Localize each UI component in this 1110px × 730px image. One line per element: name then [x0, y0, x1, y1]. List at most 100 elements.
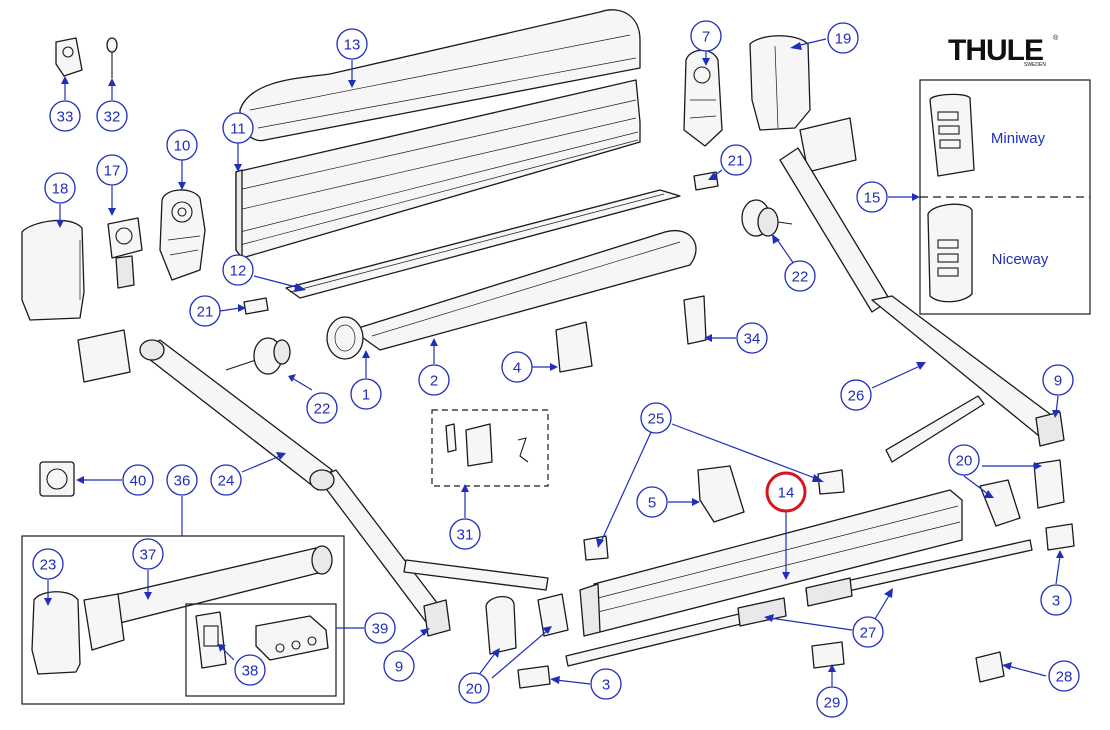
callout-number: 23 — [40, 557, 57, 574]
callout-bubble — [166, 129, 198, 161]
part-4-end-support — [555, 321, 593, 373]
callout-number: 37 — [140, 547, 157, 564]
callout-bubble — [189, 295, 221, 327]
callout-number: 24 — [218, 473, 235, 490]
part-37-motor-tube — [83, 545, 333, 651]
callout-c2: 2 — [418, 364, 450, 396]
part-1-roller-tube — [326, 316, 364, 360]
callout-c17: 17 — [96, 154, 128, 186]
callout-number: 40 — [130, 473, 147, 490]
callout-c27: 27 — [852, 616, 884, 648]
callout-c23: 23 — [32, 548, 64, 580]
callout-c3a: 3 — [590, 668, 622, 700]
callout-c24: 24 — [210, 464, 242, 496]
callout-number: 28 — [1056, 669, 1073, 686]
callout-number: 5 — [648, 495, 656, 512]
part-27-leg-lower — [565, 597, 787, 667]
callout-bubble — [132, 538, 164, 570]
remotes-box: Miniway Niceway — [919, 79, 1091, 315]
callout-number: 31 — [457, 527, 474, 544]
callout-number: 29 — [824, 695, 841, 712]
part-21-clip-left — [243, 297, 269, 315]
part-24-left-arm — [77, 329, 549, 637]
callout-c19: 19 — [827, 22, 859, 54]
callout-bubble — [690, 20, 722, 52]
niceway-remote — [927, 203, 973, 303]
callout-c22b: 22 — [306, 392, 338, 424]
callout-bubble — [501, 351, 533, 383]
callout-bubble — [458, 672, 490, 704]
callout-c15: 15 — [856, 181, 888, 213]
part-34-hook — [683, 295, 707, 345]
callout-number: 4 — [513, 360, 521, 377]
callout-number: 33 — [57, 109, 74, 126]
callout-number: 2 — [430, 373, 438, 390]
callout-bubble — [49, 100, 81, 132]
callout-c11: 11 — [222, 112, 254, 144]
callout-bubble — [336, 28, 368, 60]
part-29-clip — [811, 641, 845, 669]
part-22-end-plug-right — [741, 199, 793, 237]
callout-number: 21 — [728, 153, 745, 170]
callout-bubble — [306, 392, 338, 424]
highlight-ring — [765, 471, 807, 513]
callout-c18: 18 — [44, 172, 76, 204]
callout-number: 32 — [104, 109, 121, 126]
callout-c12: 12 — [222, 254, 254, 286]
part-33-lock — [55, 37, 83, 77]
part-20-bracket-pair-right — [979, 459, 1065, 527]
part-3-foot-right — [1045, 523, 1075, 551]
part-40-wall-switch — [39, 461, 75, 497]
callout-bubble — [32, 548, 64, 580]
callout-c34: 34 — [736, 322, 768, 354]
callout-number: 39 — [372, 621, 389, 638]
part-23-motor-cap — [31, 591, 81, 675]
group-31-small-parts — [431, 409, 549, 487]
callout-c39: 39 — [364, 612, 396, 644]
part-7-bracket — [683, 49, 723, 147]
callout-number: 17 — [104, 163, 121, 180]
part-25-clip-left — [583, 535, 609, 561]
callout-c28: 28 — [1048, 660, 1080, 692]
callout-bubble — [96, 100, 128, 132]
callout-c7: 7 — [690, 20, 722, 52]
callout-bubble — [852, 616, 884, 648]
callout-bubble — [1048, 660, 1080, 692]
callout-number: 12 — [230, 263, 247, 280]
registered-mark: ® — [1053, 34, 1059, 42]
callout-number: 25 — [648, 411, 665, 428]
callout-bubble — [856, 181, 888, 213]
callout-c1: 1 — [350, 378, 382, 410]
callout-number: 15 — [864, 190, 881, 207]
callout-bubble — [840, 379, 872, 411]
callout-bubble — [1042, 364, 1074, 396]
callout-number: 20 — [956, 453, 973, 470]
callout-number: 38 — [242, 663, 259, 680]
callout-bubble — [816, 686, 848, 718]
callout-c14: 14 — [778, 485, 795, 502]
part-18-end-cap — [21, 219, 85, 321]
callout-c20b: 20 — [458, 672, 490, 704]
callout-number: 3 — [1052, 593, 1060, 610]
part-11-cassette-profile — [235, 79, 641, 259]
callout-bubble — [636, 486, 668, 518]
callout-c21a: 21 — [720, 144, 752, 176]
part-22-end-plug-left — [225, 337, 291, 375]
callout-number: 3 — [602, 677, 610, 694]
callout-bubble — [418, 364, 450, 396]
callout-bubble — [736, 322, 768, 354]
part-28-foot-plate — [975, 651, 1005, 683]
callout-c26: 26 — [840, 379, 872, 411]
callout-c32: 32 — [96, 100, 128, 132]
callout-number: 22 — [314, 401, 331, 418]
part-14-front-bar — [579, 489, 963, 637]
callout-number: 11 — [230, 121, 246, 138]
callout-bubble — [640, 402, 672, 434]
callout-bubble — [364, 612, 396, 644]
part-38-remote — [195, 611, 227, 669]
callout-c33: 33 — [49, 100, 81, 132]
callout-number: 13 — [344, 37, 361, 54]
miniway-remote — [929, 93, 975, 177]
callout-bubble — [449, 518, 481, 550]
